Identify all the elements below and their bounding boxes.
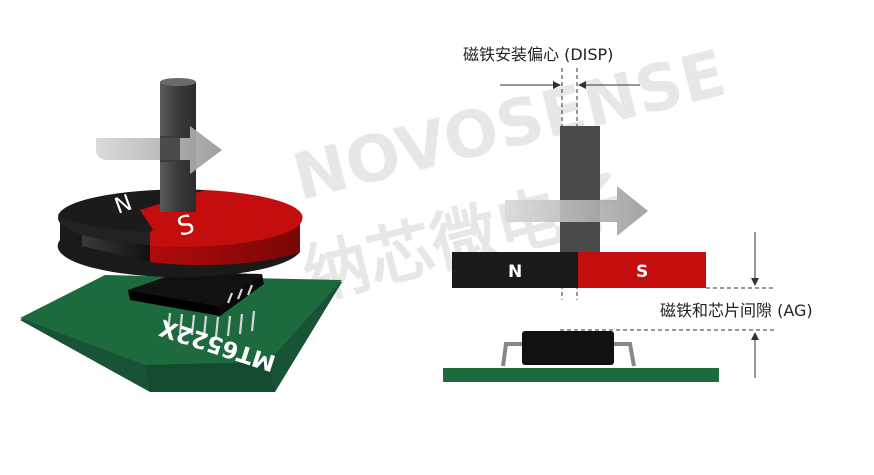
ag-dimension: [560, 232, 775, 378]
rotation-arrow-icon: [95, 126, 222, 174]
magnet-south-label-section: S: [636, 262, 648, 282]
left-3d-diagram: MT6522X N S: [20, 78, 342, 392]
pcb-board-section: [443, 368, 719, 382]
rotation-arrow-section-icon: [505, 186, 648, 236]
chip-section: [501, 331, 636, 367]
magnet-south-label-3d: S: [174, 210, 198, 243]
disp-label: 磁铁安装偏心 (DISP): [463, 45, 613, 64]
magnet-north-label-section: N: [508, 262, 522, 282]
ag-label: 磁铁和芯片间隙 (AG): [660, 301, 813, 320]
chip-pins: [166, 284, 256, 338]
shaft-section: [560, 126, 600, 254]
magnet-bar-section: N S: [452, 252, 706, 288]
right-section-diagram: 磁铁安装偏心 (DISP) N S 磁铁和芯片间隙 (AG): [443, 45, 813, 382]
